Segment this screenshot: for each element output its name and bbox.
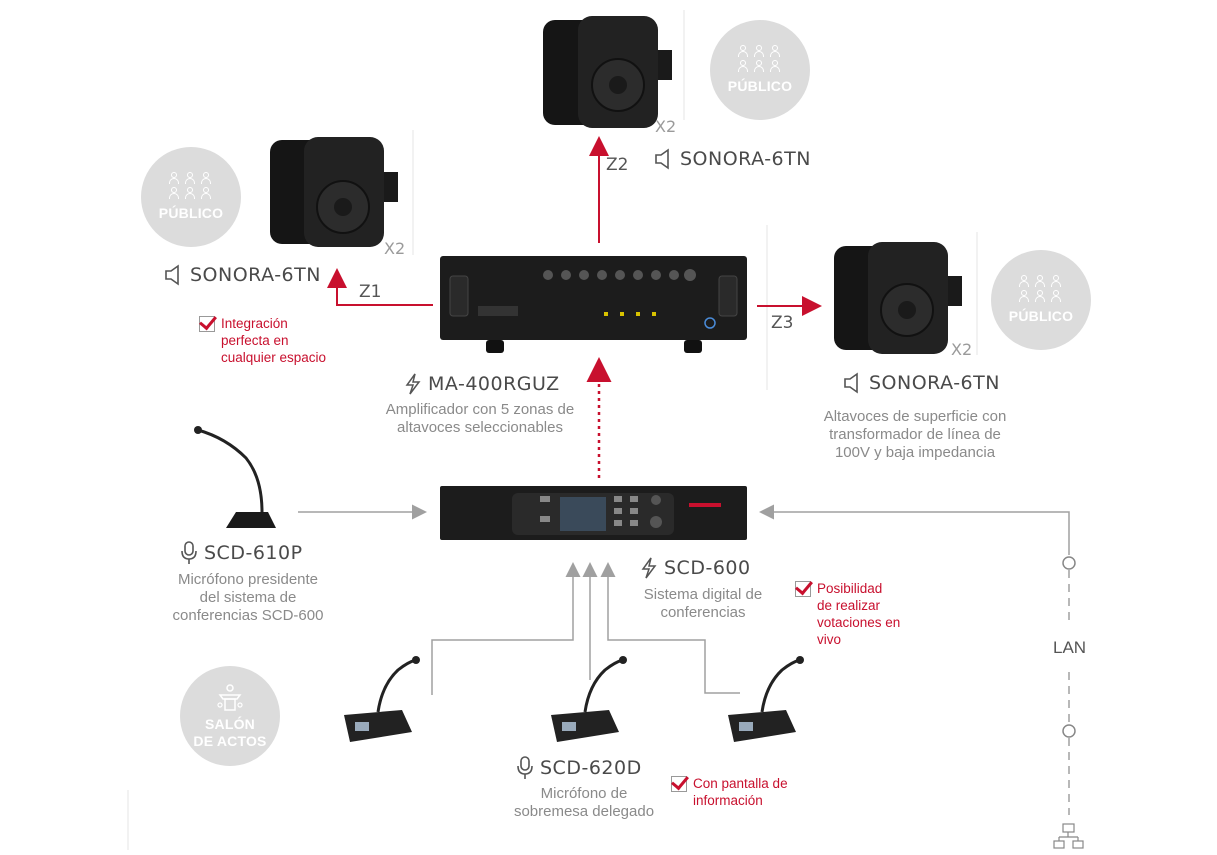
public-label: PÚBLICO bbox=[1008, 308, 1074, 324]
speaker-model-label: SONORA-6TN bbox=[869, 372, 1000, 394]
z1-connector bbox=[327, 268, 433, 306]
public-label: PÚBLICO bbox=[158, 205, 224, 221]
public-circle-z2: PÚBLICO bbox=[710, 20, 810, 120]
lan-node bbox=[1062, 724, 1076, 738]
public-label: PÚBLICO bbox=[727, 78, 793, 94]
zone-label-z1: Z1 bbox=[359, 282, 382, 302]
amplifier-desc: Amplificador con 5 zonas de altavoces se… bbox=[385, 401, 575, 436]
conference-model-label: SCD-600 bbox=[664, 557, 751, 579]
delegate-mic-model: SCD-620D bbox=[516, 756, 642, 780]
microphone-icon bbox=[181, 541, 197, 564]
audience-icon bbox=[169, 172, 213, 199]
delegate-mic-image bbox=[551, 656, 627, 742]
zone-label-z3: Z3 bbox=[771, 313, 794, 333]
president-mic-image bbox=[194, 426, 276, 528]
president-mic-model: SCD-610P bbox=[180, 541, 303, 565]
amplifier-model: MA-400RGUZ bbox=[404, 373, 560, 395]
conference-desc: Sistema digital de conferencias bbox=[643, 586, 763, 621]
checkmark-icon bbox=[671, 776, 687, 792]
delegate-mic-image bbox=[344, 656, 420, 742]
audience-icon bbox=[738, 45, 782, 72]
speaker-model-z2: SONORA-6TN bbox=[654, 148, 811, 170]
checkmark-icon bbox=[199, 316, 215, 332]
lan-node bbox=[1062, 556, 1076, 570]
speaker-icon bbox=[655, 148, 669, 170]
lan-connector bbox=[759, 504, 1070, 555]
bolt-icon bbox=[641, 557, 657, 579]
public-circle-z1: PÚBLICO bbox=[141, 147, 241, 247]
microphone-icon bbox=[517, 756, 533, 779]
lectern-icon bbox=[217, 683, 243, 711]
delegate-mic-image bbox=[728, 656, 804, 742]
checkmark-icon bbox=[795, 581, 811, 597]
president-mic-model-label: SCD-610P bbox=[204, 542, 303, 564]
feature-integration: Integración perfecta en cualquier espaci… bbox=[199, 315, 326, 366]
audience-icon bbox=[1019, 275, 1063, 302]
bolt-icon bbox=[405, 373, 421, 395]
speaker-qty-z2: X2 bbox=[655, 117, 677, 136]
speaker-z3-image bbox=[834, 242, 962, 354]
speaker-z2-image bbox=[543, 16, 672, 128]
speaker-desc: Altavoces de superficie con transformado… bbox=[823, 408, 1007, 461]
amplifier-model-label: MA-400RGUZ bbox=[428, 373, 560, 395]
feature-integration-text: Integración perfecta en cualquier espaci… bbox=[221, 316, 327, 365]
speaker-qty-z1: X2 bbox=[384, 239, 406, 258]
feature-display-text: Con pantalla de información bbox=[693, 776, 788, 808]
president-mic-desc: Micrófono presidente del sistema de conf… bbox=[172, 571, 324, 624]
salon-circle: SALÓN DE ACTOS bbox=[180, 666, 280, 766]
speaker-icon bbox=[844, 372, 858, 394]
feature-voting-text: Posibilidad de realizar votaciones en vi… bbox=[817, 581, 901, 647]
speaker-model-z1: SONORA-6TN bbox=[164, 264, 321, 286]
speaker-icon bbox=[165, 264, 179, 286]
amplifier-image bbox=[440, 256, 747, 353]
feature-display: Con pantalla de información bbox=[671, 775, 788, 809]
public-circle-z3: PÚBLICO bbox=[991, 250, 1091, 350]
speaker-qty-z3: X2 bbox=[951, 340, 973, 359]
delegate-mic-model-label: SCD-620D bbox=[540, 757, 642, 779]
salon-label: SALÓN DE ACTOS bbox=[193, 715, 267, 749]
speaker-model-label: SONORA-6TN bbox=[680, 148, 811, 170]
delegate-connector-right bbox=[600, 562, 740, 694]
speaker-model-label: SONORA-6TN bbox=[190, 264, 321, 286]
conference-model: SCD-600 bbox=[640, 557, 751, 579]
feature-voting: Posibilidad de realizar votaciones en vi… bbox=[795, 580, 900, 648]
delegate-connector-left bbox=[431, 562, 581, 695]
network-icon bbox=[1053, 823, 1084, 849]
speaker-z1-image bbox=[270, 137, 398, 247]
lan-label: LAN bbox=[1053, 638, 1087, 657]
zone-label-z2: Z2 bbox=[606, 155, 629, 175]
delegate-mic-desc: Micrófono de sobremesa delegado bbox=[513, 785, 655, 820]
conference-unit-image bbox=[440, 486, 747, 540]
speaker-model-z3: SONORA-6TN bbox=[843, 372, 1000, 394]
